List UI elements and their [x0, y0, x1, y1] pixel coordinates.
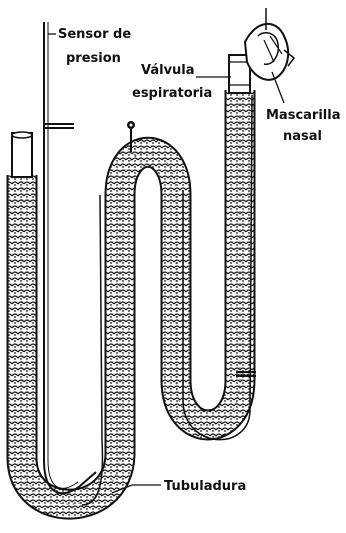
- label-sensor-line2: presion: [66, 51, 121, 66]
- label-sensor-line1: Sensor de: [58, 27, 131, 42]
- nasal-mask: [245, 8, 294, 80]
- label-valve-line1: Válvula: [141, 63, 195, 78]
- label-mask-line2: nasal: [283, 129, 322, 144]
- label-valve-line2: espiratoria: [132, 86, 212, 101]
- corrugated-tubing: [22, 90, 240, 504]
- label-mask-line1: Mascarilla: [266, 108, 340, 123]
- tube-open-end: [12, 132, 32, 177]
- pressure-sensor-line: [44, 22, 96, 493]
- label-tubing: Tubuladura: [164, 479, 246, 494]
